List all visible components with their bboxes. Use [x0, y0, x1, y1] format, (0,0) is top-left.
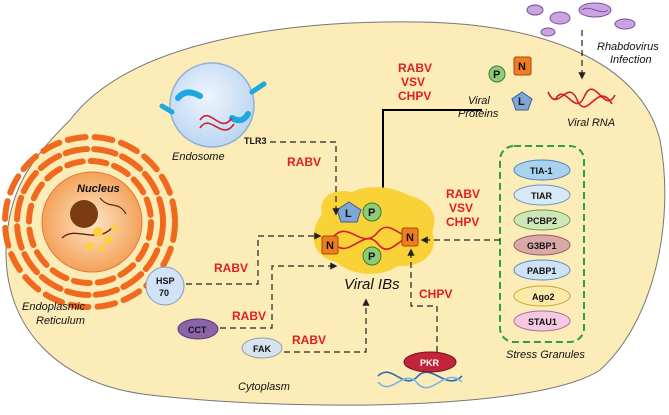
hsp70-circle — [145, 266, 185, 306]
hsp70-arrow — [186, 232, 322, 285]
sg-stau1-ellipse — [513, 310, 571, 332]
viral-protein-p-circle — [488, 65, 506, 83]
sg-tia1-ellipse — [513, 159, 571, 181]
sg-pcbp2-label: PCBP2 — [527, 216, 557, 226]
stress-granules-label: Stress Granules — [506, 349, 585, 361]
rhabdovirus-particles — [526, 2, 636, 37]
hsp70-label-line1: HSP — [156, 276, 175, 286]
sg-virus-vsv: VSV — [449, 201, 473, 215]
viral-protein-n-box — [513, 56, 532, 76]
sg-tiar-ellipse — [513, 184, 571, 206]
viral-proteins-label-line1: Viral — [468, 95, 490, 107]
sg-g3bp1-label: G3BP1 — [527, 241, 557, 251]
ib-l-label: L — [345, 208, 352, 220]
er-label-line1: Endoplasmic — [22, 301, 85, 313]
pkr-rna-strands — [377, 371, 463, 389]
tlr3-virus: RABV — [287, 155, 321, 169]
viral-rna — [547, 88, 616, 108]
stress-granules-box — [499, 145, 585, 343]
ib-p-label-1: P — [368, 207, 375, 219]
fak-label: FAK — [253, 344, 272, 354]
endoplasmic-reticulum — [2, 134, 178, 310]
sg-tia1-label: TIA-1 — [530, 166, 553, 176]
hsp70-virus: RABV — [214, 261, 248, 275]
endosome — [159, 62, 267, 148]
stress-granule-list: TIA-1 TIAR PCBP2 G3BP1 PABP1 Ago2 STAU1 — [513, 159, 571, 332]
viral-protein-l-label: L — [518, 96, 525, 108]
tlr3-arrow — [270, 141, 340, 216]
fak-virus: RABV — [292, 333, 326, 347]
cct-ellipse — [177, 318, 219, 340]
sg-ago2-label: Ago2 — [532, 292, 555, 302]
nucleus-label: Nucleus — [77, 183, 120, 195]
cytoplasm-label: Cytoplasm — [238, 381, 290, 393]
top-virus-chpv: CHPV — [398, 89, 431, 103]
sg-stau1-label: STAU1 — [528, 317, 557, 327]
infection-label-line1: Rhabdovirus — [597, 41, 659, 53]
top-virus-rabv: RABV — [398, 61, 432, 75]
ib-n-box-1 — [321, 235, 339, 255]
infection-label-line2: Infection — [610, 54, 652, 66]
top-virus-vsv: VSV — [401, 75, 425, 89]
pkr-virus: CHPV — [419, 287, 452, 301]
ib-p-label-2: P — [368, 251, 375, 263]
ib-n-label-1: N — [326, 240, 334, 252]
tlr3-label: TLR3 — [244, 136, 267, 146]
fak-arrow — [284, 298, 370, 353]
cct-virus: RABV — [232, 309, 266, 323]
hsp70-label-line2: 70 — [159, 288, 169, 298]
er-label-line2: Reticulum — [36, 315, 85, 327]
sg-pcbp2-ellipse — [513, 209, 571, 231]
cct-label: CCT — [188, 325, 207, 335]
viral-proteins-to-ibs-arrow — [378, 109, 482, 198]
pkr-ellipse — [403, 351, 457, 373]
cct-arrow — [220, 262, 338, 329]
viral-rna-label: Viral RNA — [567, 117, 615, 129]
ib-n-box-2 — [401, 227, 419, 247]
viral-protein-l-pentagon — [511, 91, 533, 111]
ib-n-label-2: N — [406, 232, 414, 244]
viral-protein-p-label: P — [493, 69, 500, 81]
pkr-arrow — [407, 248, 438, 352]
viral-ibs-label: Viral IBs — [344, 276, 400, 293]
sg-g3bp1-ellipse — [513, 234, 571, 256]
sg-pabp1-ellipse — [513, 259, 571, 281]
pkr-label: PKR — [420, 358, 440, 368]
nucleus — [41, 171, 143, 273]
viral-protein-n-label: N — [518, 61, 526, 73]
sg-pabp1-label: PABP1 — [527, 266, 556, 276]
sg-tiar-label: TIAR — [531, 191, 552, 201]
fak-ellipse — [241, 337, 283, 359]
ib-p-circle-1 — [362, 202, 382, 222]
sg-virus-rabv: RABV — [446, 187, 480, 201]
endosome-label: Endosome — [172, 151, 225, 163]
sg-virus-chpv: CHPV — [446, 215, 479, 229]
sg-ago2-ellipse — [513, 285, 571, 307]
ib-p-circle-2 — [362, 246, 382, 266]
